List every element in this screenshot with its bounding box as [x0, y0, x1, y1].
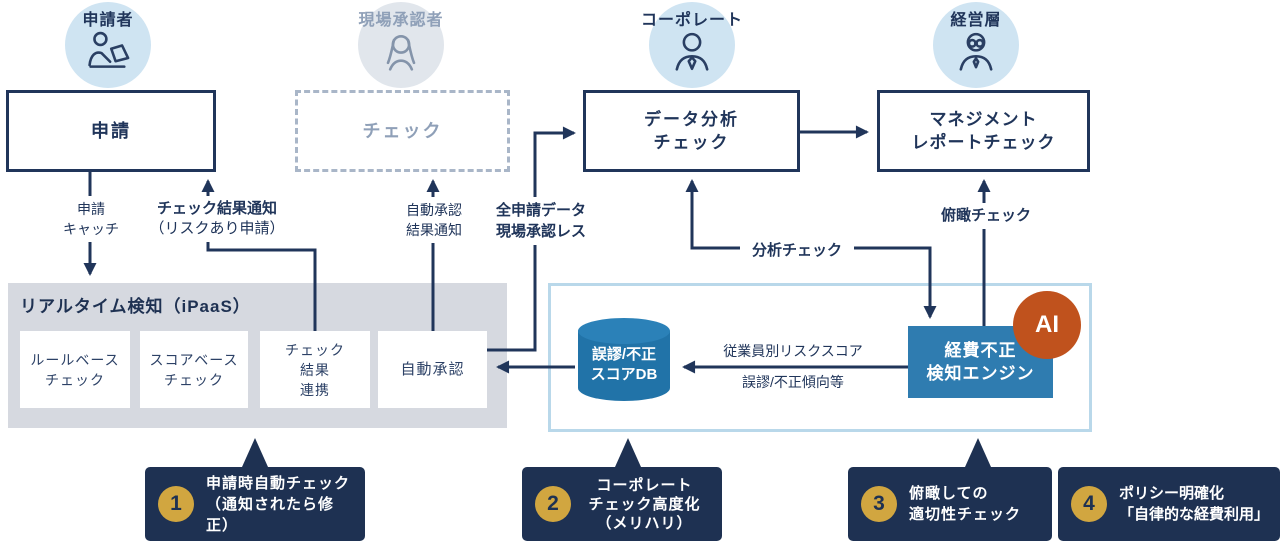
- score-base-check-box: スコアベース チェック: [140, 331, 248, 408]
- actor-corporate: コーポレート: [632, 0, 752, 92]
- application-box-label: 申請: [91, 121, 131, 141]
- field-approver-circle: [358, 2, 444, 88]
- field-approver-person-icon: [386, 34, 416, 71]
- callout-4-text: ポリシー明確化 「自律的な経費利用」: [1119, 485, 1270, 523]
- analysis-check-label: 分析チェック: [740, 238, 854, 264]
- check-result-notice-main: チェック結果通知: [156, 200, 277, 217]
- data-analysis-check-label: データ分析 チェック: [644, 110, 739, 152]
- management-label: 経営層: [950, 12, 1002, 29]
- callout-4: 4 ポリシー明確化 「自律的な経費利用」: [1058, 467, 1280, 541]
- callout-3-pointer: [965, 438, 991, 467]
- overview-check-label: 俯瞰チェック: [929, 203, 1043, 229]
- actor-management: 経営層: [916, 0, 1036, 92]
- applicant-circle: [65, 2, 151, 88]
- callout-1-number: 1: [158, 486, 194, 522]
- callout-2-text: コーポレート チェック高度化 （メリハリ）: [588, 476, 701, 532]
- database-cylinder-icon: [578, 318, 670, 401]
- ipaas-panel-title: リアルタイム検知（iPaaS）: [20, 297, 251, 316]
- risk-score-text: 従業員別リスクスコア 誤謬/不正傾向等: [723, 343, 863, 390]
- all-application-data-label: 全申請データ 現場承認レス: [481, 197, 601, 245]
- data-analysis-check-box: データ分析 チェック: [583, 90, 800, 172]
- db-label: 誤謬/不正 スコアDB: [590, 346, 658, 383]
- application-box: 申請: [6, 90, 216, 172]
- callout-1: 1 申請時自動チェック （通知されたら修正）: [145, 467, 365, 541]
- callout-2: 2 コーポレート チェック高度化 （メリハリ）: [522, 467, 722, 541]
- rule-base-check-box: ルールベース チェック: [20, 331, 130, 408]
- ai-badge: AI: [1013, 291, 1081, 359]
- callout-1-text: 申請時自動チェック （通知されたら修正）: [206, 474, 351, 534]
- check-box-label: チェック: [362, 121, 443, 141]
- field-approver-label: 現場承認者: [358, 12, 444, 29]
- callout-3-text: 俯瞰しての 適切性チェック: [909, 485, 1022, 523]
- fraud-detection-engine-box: 経費不正 検知エンジン: [908, 326, 1053, 398]
- actor-applicant: 申請者: [48, 0, 168, 92]
- callout-3-number: 3: [861, 486, 897, 522]
- auto-approval-box: 自動承認: [378, 331, 487, 408]
- check-result-link-box: チェック 結果 連携: [260, 331, 370, 408]
- error-fraud-score-db: 誤謬/不正 スコアDB: [575, 317, 673, 403]
- corporate-label: コーポレート: [640, 12, 743, 29]
- callout-4-number: 4: [1071, 486, 1107, 522]
- management-report-check-box: マネジメント レポートチェック: [877, 90, 1090, 172]
- corporate-person-icon: [675, 32, 709, 71]
- auto-approval-notice-label: 自動承認 結果通知: [385, 197, 483, 243]
- application-catch-label: 申請 キャッチ: [50, 196, 132, 242]
- actor-field-approver: 現場承認者: [341, 0, 461, 92]
- check-result-notice-label: チェック結果通知 （リスクあり申請）: [131, 196, 303, 242]
- applicant-laptop-icon: [88, 31, 130, 68]
- callout-3: 3 俯瞰しての 適切性チェック: [848, 467, 1052, 541]
- callout-2-number: 2: [535, 486, 571, 522]
- callout-1-pointer: [242, 438, 268, 467]
- corporate-circle: [649, 2, 735, 88]
- applicant-label: 申請者: [82, 12, 134, 29]
- callout-2-pointer: [615, 438, 641, 467]
- management-person-icon: [959, 32, 993, 71]
- management-report-check-label: マネジメント レポートチェック: [911, 110, 1056, 152]
- check-box: チェック: [295, 90, 510, 172]
- check-result-notice-sub: （リスクあり申請）: [149, 220, 285, 237]
